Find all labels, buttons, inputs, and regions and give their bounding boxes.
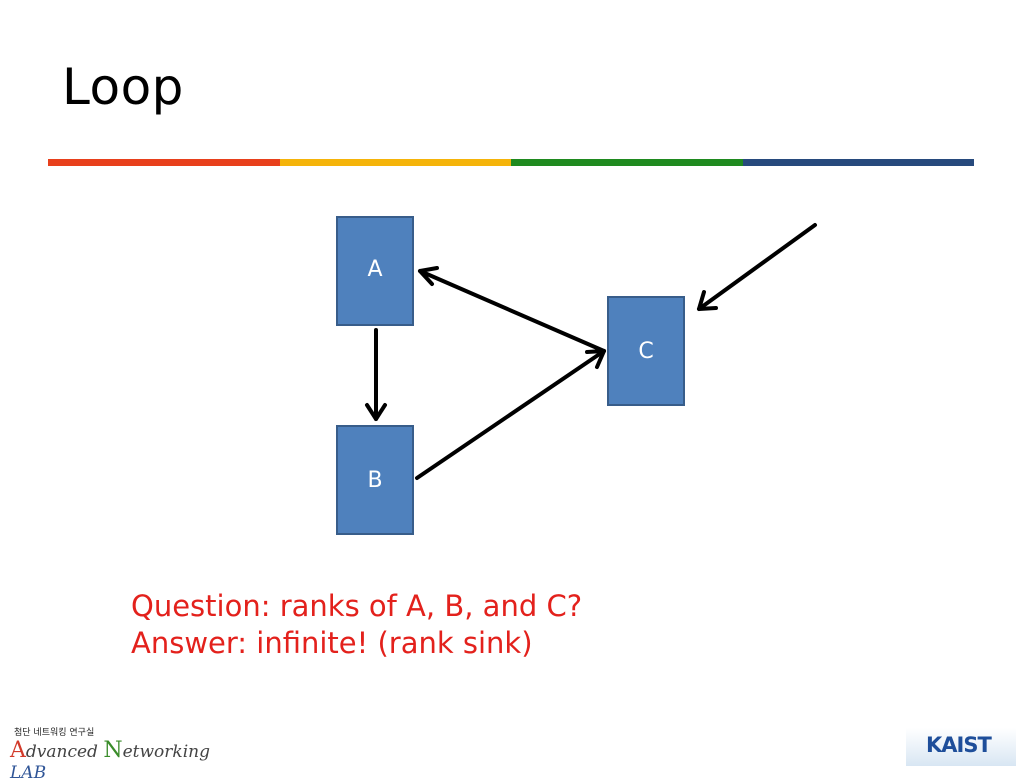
node-b: B [336,425,414,535]
edge-b-to-c [415,349,606,480]
lab-word-lab: LAB [10,763,47,783]
bar-segment-yellow [279,159,511,166]
node-b-label: B [367,467,383,493]
bar-segment-blue [742,159,974,166]
lab-english-name: Advanced Networking LAB [10,738,236,783]
kaist-logo-text: KAIST [926,733,992,757]
lab-initial-a: A [10,738,26,763]
arrowhead-c-external [697,290,718,311]
node-a-label: A [367,256,383,282]
bar-segment-red [48,159,280,166]
node-c-label: C [638,338,654,364]
node-c: C [607,296,685,406]
title-underline-bar [48,159,974,166]
lab-word-advanced: dvanced [25,742,98,762]
edge-c-to-a [418,269,606,353]
slide-title: Loop [62,58,184,116]
lab-initial-n: N [103,738,123,763]
question-text: Question: ranks of A, B, and C? [131,589,583,623]
question-answer-block: Question: ranks of A, B, and C? Answer: … [131,588,582,662]
node-a: A [336,216,414,326]
lab-logo: 첨단 네트워킹 연구실 Advanced Networking LAB [6,722,236,783]
answer-text: Answer: infinite! (rank sink) [131,626,533,660]
lab-word-networking: etworking [122,742,210,762]
arrowhead-a [418,266,439,286]
arrowhead-b [365,403,387,421]
kaist-logo: KAIST [906,728,1016,766]
lab-korean-name: 첨단 네트워킹 연구실 [14,728,95,738]
bar-segment-green [511,159,743,166]
edge-external-to-c [697,223,817,311]
